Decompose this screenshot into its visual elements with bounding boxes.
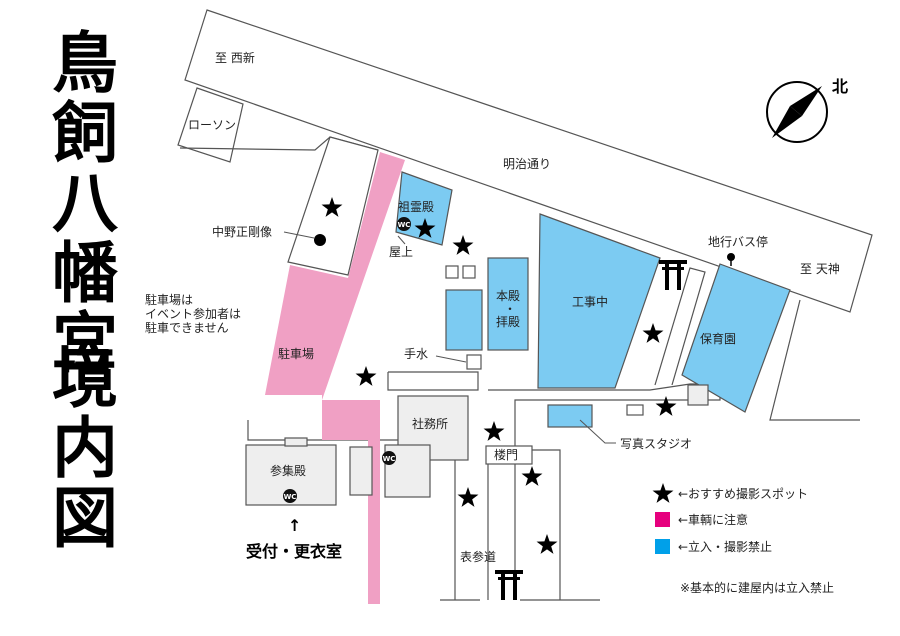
- temizu-label: 手水: [404, 347, 428, 361]
- photo-spot-star-icon[interactable]: [521, 466, 543, 486]
- legend-star-icon: [652, 483, 674, 503]
- photo-spot-star-icon[interactable]: [642, 323, 664, 343]
- reception-label: 受付・更衣室: [246, 542, 342, 561]
- parking-note-line: イベント参加者は: [145, 306, 241, 321]
- construction-label: 工事中: [572, 294, 608, 309]
- photo-spot-star-icon[interactable]: [355, 366, 377, 386]
- lawson-building: [177, 87, 244, 163]
- photo-spot-star-icon[interactable]: [655, 396, 677, 416]
- torii-gate-icon: [495, 570, 523, 600]
- legend-note: ※基本的に建屋内は立入禁止: [680, 580, 834, 595]
- tenjin-label: 至 天神: [800, 262, 840, 276]
- okujo-label: 屋上: [389, 245, 413, 259]
- small-box: [687, 384, 709, 406]
- title-char: 八: [52, 164, 118, 242]
- svg-text:WC: WC: [383, 455, 396, 463]
- legend: ←おすすめ撮影スポット ←車輌に注意 ←立入・撮影禁止 ※基本的に建屋内は立入禁…: [652, 483, 834, 595]
- title-line-1: 鳥 飼 八 幡 宮: [40, 30, 130, 380]
- photo-spot-star-icon[interactable]: [483, 421, 505, 441]
- inner-path-main: [488, 383, 721, 600]
- legend-vehicle: ←車輌に注意: [678, 512, 748, 527]
- path-nursery: [654, 267, 706, 386]
- shamusho-label: 社務所: [412, 416, 448, 431]
- shamusho-annex: [384, 444, 431, 498]
- photo-spot-star-icon[interactable]: [536, 534, 558, 554]
- title-char: 宮: [52, 304, 118, 382]
- svg-text:WC: WC: [284, 493, 297, 501]
- sanshuden-annex: [349, 446, 373, 496]
- construction-building[interactable]: [537, 213, 661, 389]
- small-box: [445, 265, 459, 279]
- lawson-label: ローソン: [188, 118, 236, 132]
- honden-label: 拝殿: [496, 315, 520, 329]
- sanshuden-label: 参集殿: [270, 463, 306, 478]
- nishishin-label: 至 西新: [215, 50, 255, 65]
- parking-note-line: 駐車場は: [145, 292, 193, 307]
- north-compass: 北: [766, 77, 848, 143]
- meiji-dori-road: [184, 9, 873, 313]
- meiji-dori-label: 明治通り: [503, 157, 551, 171]
- honden-label: ・: [504, 302, 516, 316]
- title-char: 幡: [52, 234, 118, 312]
- west-blue-building[interactable]: [445, 289, 483, 351]
- legend-restricted: ←立入・撮影禁止: [678, 539, 772, 554]
- statue-label: 中野正剛像: [212, 224, 272, 239]
- reception-arrow: ↑: [288, 516, 301, 535]
- omotesando-label: 表参道: [460, 549, 496, 564]
- photo-spot-star-icon[interactable]: [452, 235, 474, 255]
- romon-label: 楼門: [494, 447, 518, 462]
- photo-studio-label: 写真スタジオ: [620, 437, 692, 451]
- statue-leader: [283, 231, 315, 239]
- small-box: [462, 265, 476, 279]
- inner-path: [387, 371, 479, 391]
- bus-stop-label: 地行バス停: [708, 234, 768, 249]
- soreiden-label: 祖霊殿: [398, 199, 434, 214]
- nursery-building[interactable]: [681, 263, 791, 413]
- inner-path-west: [440, 454, 456, 600]
- svg-text:WC: WC: [398, 221, 411, 229]
- romon-gate[interactable]: [485, 445, 533, 465]
- statue-marker[interactable]: [314, 234, 326, 246]
- temizu-leader: [435, 355, 467, 363]
- legend-photo-spot: ←おすすめ撮影スポット: [678, 487, 808, 501]
- okujo-leader: [397, 235, 406, 245]
- title-char: 図: [52, 479, 118, 557]
- studio-leader: [579, 419, 616, 444]
- photo-studio-building[interactable]: [547, 404, 593, 428]
- temizu-box: [466, 354, 482, 370]
- parking-label: 駐車場: [278, 346, 314, 361]
- site-boundary-east: [769, 299, 860, 421]
- legend-vehicle-swatch: [655, 512, 670, 527]
- title-char: 境: [52, 339, 118, 417]
- north-label: 北: [832, 77, 848, 96]
- wc-icon[interactable]: WC: [397, 217, 411, 231]
- honden-label: 本殿: [496, 289, 520, 303]
- honden-building[interactable]: [487, 257, 529, 351]
- torii-gate-icon: [659, 260, 687, 290]
- title-char: 飼: [52, 94, 118, 172]
- small-box: [626, 404, 644, 416]
- parking-note-line: 駐車できません: [145, 320, 229, 335]
- sanshuden-porch: [284, 437, 308, 447]
- wc-icon[interactable]: WC: [382, 451, 396, 465]
- wc-icon[interactable]: WC: [283, 489, 297, 503]
- title-line-2: 境 内 図: [40, 345, 130, 555]
- photo-spot-star-icon[interactable]: [457, 487, 479, 507]
- nursery-label: 保育園: [700, 331, 736, 346]
- legend-restricted-swatch: [655, 539, 670, 554]
- title-char: 内: [52, 409, 118, 487]
- title-char: 鳥: [52, 24, 118, 102]
